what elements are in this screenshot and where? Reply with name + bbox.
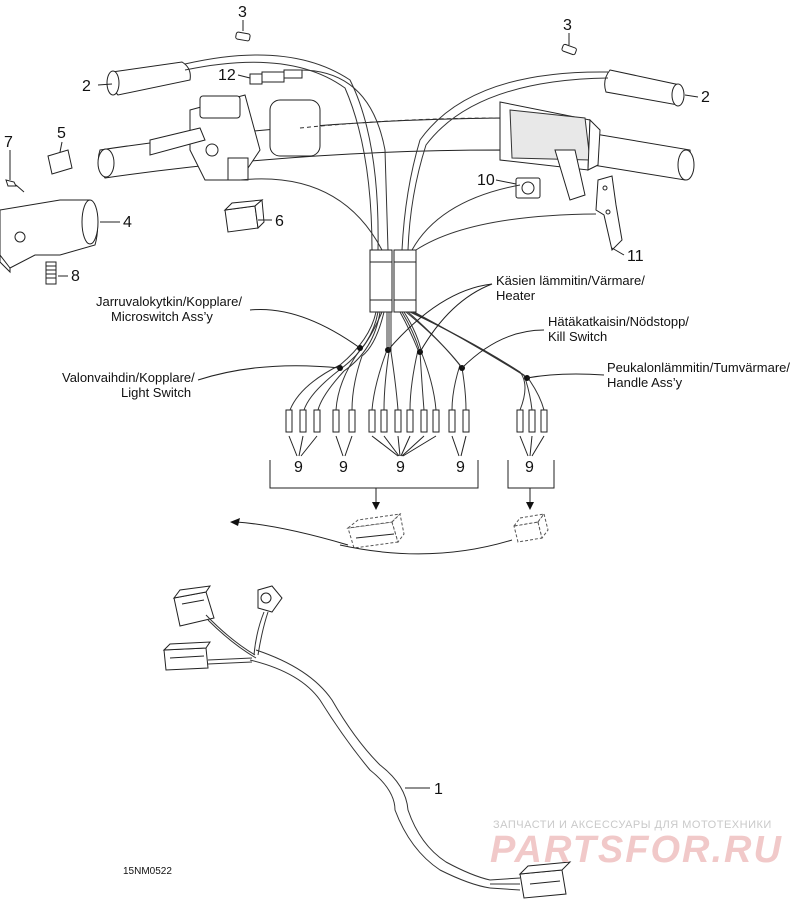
callout-11: 11 [627, 248, 644, 265]
callout-12: 12 [218, 67, 236, 84]
label-brake-line2: Microswitch Ass’y [111, 309, 213, 324]
main-harness [162, 585, 572, 899]
terminal-callout-lines [288, 435, 545, 457]
label-light-line2: Light Switch [121, 385, 191, 400]
label-thumb-line1: Peukalonlämmitin/Tumvärmare/ [607, 360, 790, 375]
callout-4: 4 [123, 214, 132, 231]
connector-housing-large [346, 512, 405, 549]
callout-6: 6 [275, 213, 284, 230]
left-control-housing [149, 94, 261, 181]
terminals-group-4 [448, 409, 470, 433]
terminals-group-3 [368, 409, 440, 433]
label-kill-line1: Hätäkatkaisin/Nödstopp/ [548, 314, 689, 329]
callout-5: 5 [57, 125, 66, 142]
terminals-group-2 [332, 409, 356, 433]
callout-3-left: 3 [238, 4, 247, 21]
watermark-logo: PARTSFOR.RU [490, 829, 783, 871]
sensor-probe [249, 69, 303, 85]
switch-housing [0, 199, 99, 274]
spring [45, 261, 57, 285]
callout-9-d: 9 [456, 459, 465, 476]
label-light-line1: Valonvaihdin/Kopplare/ [62, 370, 195, 385]
left-pin [235, 31, 251, 42]
figure-code: 15NM0522 [123, 866, 172, 877]
left-grip [106, 61, 191, 96]
callout-7: 7 [4, 134, 13, 151]
switch-connector [223, 198, 265, 233]
label-kill-line2: Kill Switch [548, 329, 607, 344]
fanout-nodes [337, 345, 530, 381]
leader-lines [9, 20, 699, 789]
kill-switch-body [515, 177, 541, 199]
decal-label [47, 149, 73, 175]
callout-2-left: 2 [82, 78, 91, 95]
callout-8: 8 [71, 268, 80, 285]
right-pin [561, 43, 577, 56]
connector-housing-small [512, 512, 549, 543]
callout-3-right: 3 [563, 17, 572, 34]
label-brake-line1: Jarruvalokytkin/Kopplare/ [96, 294, 242, 309]
screw [5, 179, 25, 193]
fanout-wires [289, 311, 545, 411]
right-grip [604, 69, 685, 107]
terminals-group-1 [285, 409, 321, 433]
callout-9-c: 9 [396, 459, 405, 476]
bracket [595, 175, 623, 251]
label-heater-line2: Heater [496, 288, 536, 303]
callout-9-e: 9 [525, 459, 534, 476]
reference-arrow [230, 518, 513, 555]
right-control-housing [509, 109, 601, 201]
wire-bundle [184, 54, 609, 251]
grouping-brackets [269, 460, 555, 510]
callout-9-a: 9 [294, 459, 303, 476]
callout-10: 10 [477, 172, 495, 189]
terminals-group-5 [516, 409, 548, 433]
harness-sleeves [369, 249, 417, 313]
callout-2-right: 2 [701, 89, 710, 106]
label-heater-line1: Käsien lämmitin/Värmare/ [496, 273, 645, 288]
callout-9-b: 9 [339, 459, 348, 476]
label-thumb-line2: Handle Ass’y [607, 375, 683, 390]
watermark-tagline: ЗАПЧАСТИ И АКСЕССУАРЫ ДЛЯ МОТОТЕХНИКИ [493, 819, 772, 831]
callout-1: 1 [434, 781, 443, 798]
